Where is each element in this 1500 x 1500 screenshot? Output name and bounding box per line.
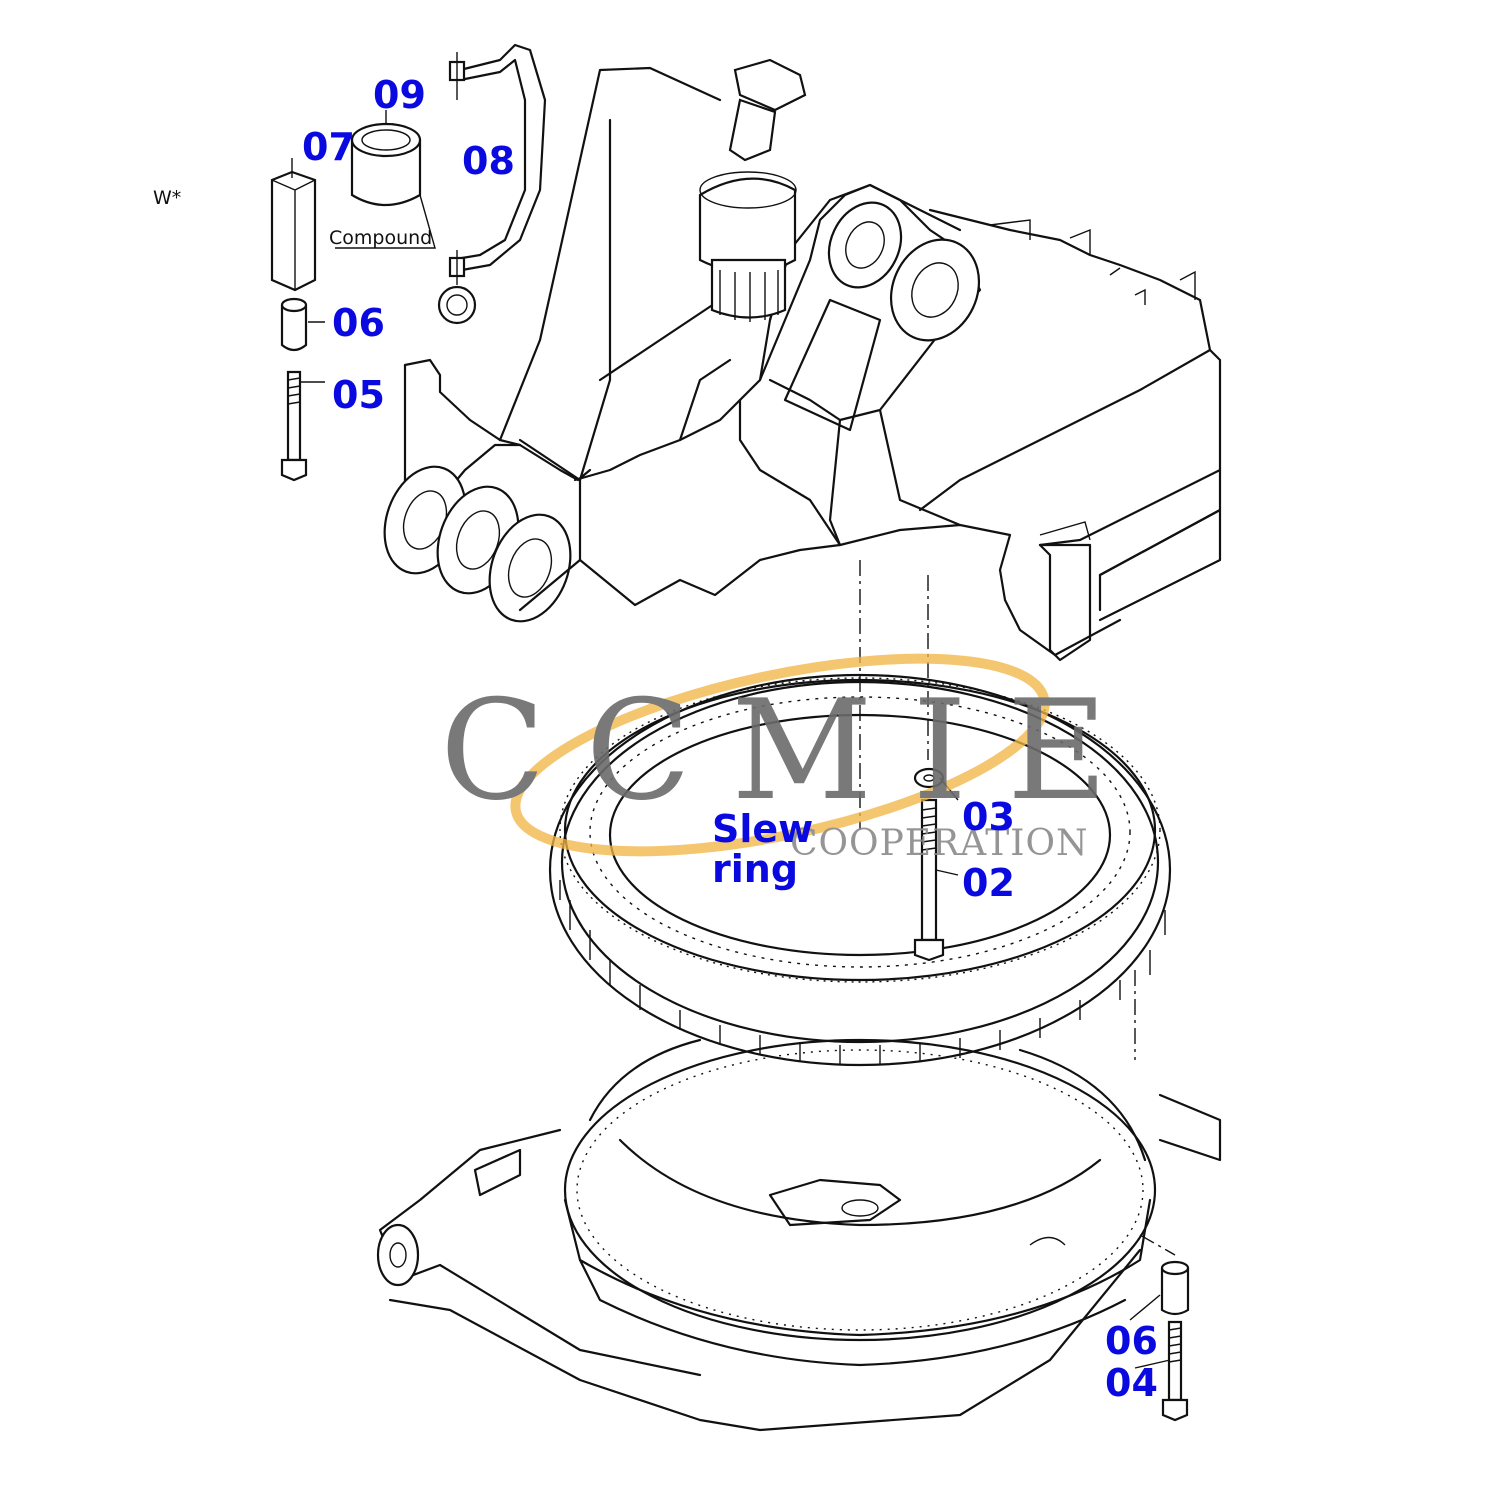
label-part-03: 03 — [962, 795, 1015, 839]
leader-lines — [300, 321, 1171, 1369]
label-slew-line1: Slew — [712, 807, 813, 851]
label-compound: Compound — [329, 227, 432, 249]
spacer-06-bottom — [1160, 1260, 1190, 1316]
label-part-07: 07 — [302, 125, 355, 169]
washer-03 — [913, 767, 945, 789]
bolt-05 — [280, 370, 308, 482]
label-part-08: 08 — [462, 139, 515, 183]
label-part-09: 09 — [373, 73, 426, 117]
label-part-02: 02 — [962, 861, 1015, 905]
centerline-bottom — [1139, 1234, 1176, 1256]
bolt-02 — [913, 798, 945, 962]
label-slew-line2: ring — [712, 847, 798, 891]
label-part-06-bottom: 06 — [1105, 1319, 1158, 1363]
slew-ring — [548, 673, 1172, 1067]
revolving-frame — [383, 66, 1222, 662]
track-frame — [376, 1038, 1222, 1432]
compound-can-09 — [335, 110, 436, 249]
stopper-block-07 — [270, 158, 317, 292]
watermark-brand: CCMIE — [440, 670, 1148, 831]
bolt-04 — [1161, 1320, 1189, 1422]
label-part-05: 05 — [332, 373, 385, 417]
label-part-06-top: 06 — [332, 301, 385, 345]
label-part-04: 04 — [1105, 1361, 1158, 1405]
label-w-star: W* — [153, 187, 181, 209]
swing-motor — [698, 58, 807, 322]
grease-line-08 — [437, 43, 547, 325]
watermark-sub: COOPERATION — [790, 823, 1088, 864]
spacer-06-top — [280, 297, 308, 352]
watermark: CCMIE COOPERATION — [440, 653, 1148, 864]
watermark-ring — [510, 653, 1050, 857]
